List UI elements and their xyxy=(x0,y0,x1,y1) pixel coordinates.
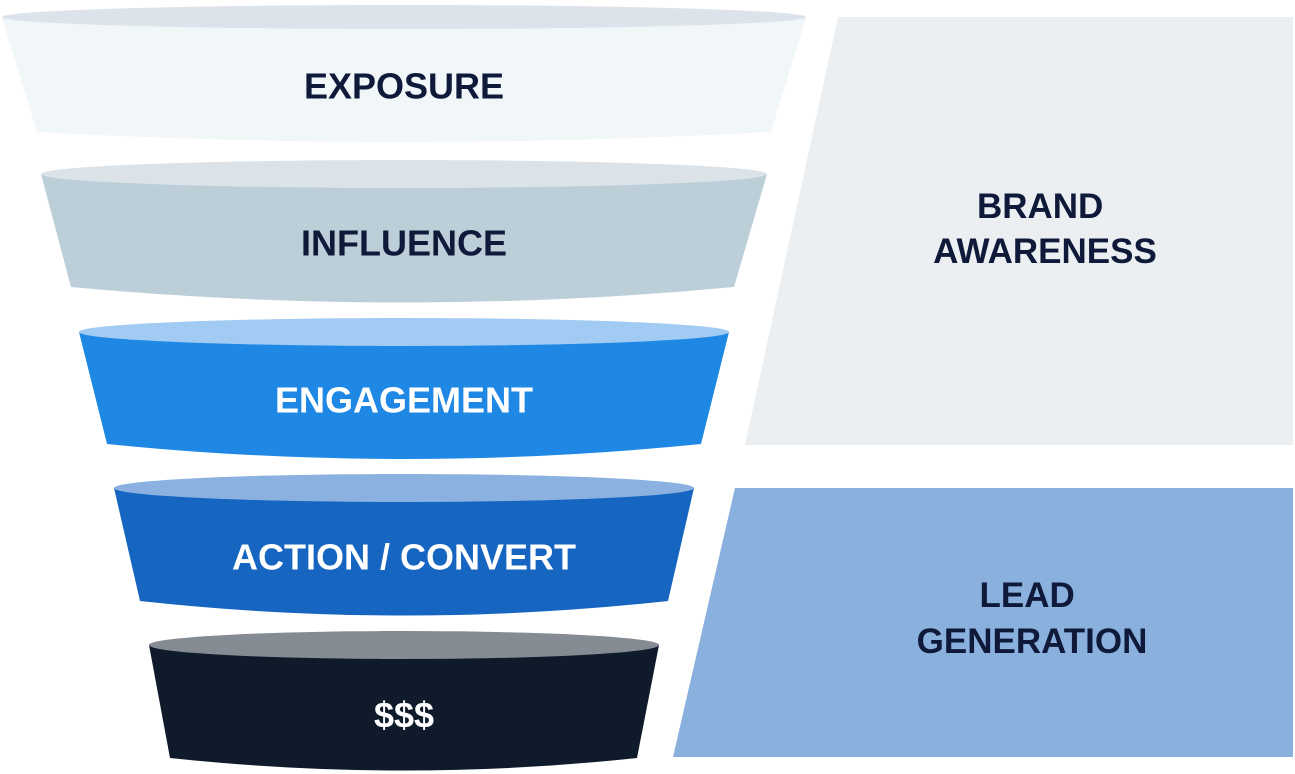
revenue-label: $$$ xyxy=(374,695,434,736)
exposure-segment xyxy=(2,17,806,142)
action-convert-label: ACTION / CONVERT xyxy=(232,537,576,578)
engagement-segment xyxy=(79,332,729,459)
engagement-segment-top xyxy=(79,318,729,346)
lead-generation-label: LEAD GENERATION xyxy=(917,576,1148,661)
brand-awareness-panel xyxy=(745,17,1293,445)
lead-generation-panel xyxy=(673,488,1293,757)
influence-segment xyxy=(41,174,767,303)
brand-awareness-label: BRAND AWARENESS xyxy=(933,187,1157,271)
funnel-stage-action-convert: ACTION / CONVERT xyxy=(114,474,694,616)
action-convert-segment-top xyxy=(114,474,694,502)
funnel-stage-revenue: $$$ xyxy=(149,631,659,771)
funnel-stage-exposure: EXPOSURE xyxy=(2,5,806,142)
influence-segment-top xyxy=(41,160,767,188)
lead-generation-line-2: GENERATION xyxy=(917,622,1148,661)
influence-label: INFLUENCE xyxy=(301,223,507,264)
funnel-stage-engagement: ENGAGEMENT xyxy=(79,318,729,459)
exposure-label: EXPOSURE xyxy=(304,66,504,107)
brand-awareness-line-2: AWARENESS xyxy=(933,232,1157,271)
action-convert-segment xyxy=(114,488,694,616)
revenue-segment xyxy=(149,645,659,771)
exposure-segment-top xyxy=(2,5,806,29)
funnel-stage-influence: INFLUENCE xyxy=(41,160,767,303)
lead-generation-line-1: LEAD xyxy=(979,576,1074,615)
engagement-label: ENGAGEMENT xyxy=(275,380,533,421)
revenue-segment-top xyxy=(149,631,659,659)
brand-awareness-line-1: BRAND xyxy=(977,187,1103,226)
